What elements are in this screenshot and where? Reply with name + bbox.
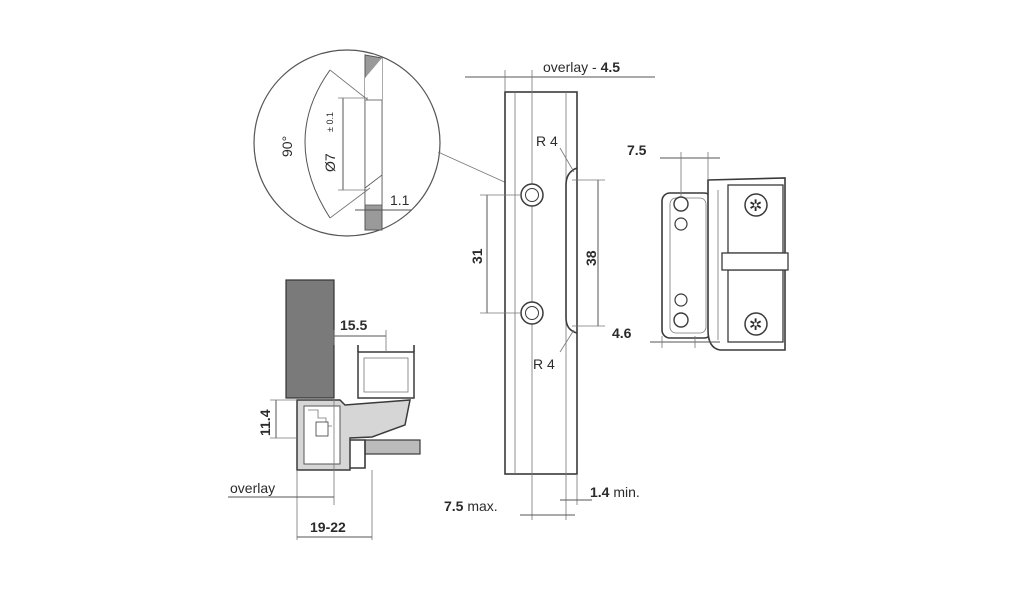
- d114-label: 11.4: [257, 409, 273, 436]
- r4-top-leader: [559, 147, 575, 173]
- d46-label: 4.6: [612, 325, 632, 341]
- detail-countersink-bottom: [364, 174, 383, 206]
- clamp-block: [315, 421, 329, 437]
- plate-body: [504, 91, 578, 475]
- overlay-minus-label: overlay - 4.5: [543, 59, 620, 75]
- plate-hole-top-inner: [525, 188, 539, 202]
- d1922-label: 19-22: [310, 519, 346, 535]
- plate-hole-bottom-inner: [525, 306, 539, 320]
- angle-guide-bottom: [329, 187, 371, 219]
- plate-recess: [565, 167, 578, 334]
- frame-lip: [350, 439, 366, 469]
- hinge-plate-inner: [669, 197, 707, 334]
- hinge-plate-screw-1: [673, 196, 689, 212]
- d31-label: 31: [469, 248, 485, 264]
- hinge-knuckle: [721, 252, 789, 271]
- d75-label: 7.5: [627, 142, 647, 158]
- d11-label: 1.1: [390, 192, 410, 208]
- d14-min-label: 1.4 min.: [590, 484, 640, 500]
- door-panel: [285, 279, 335, 399]
- d155-label: 15.5: [340, 317, 367, 333]
- hinge-section-view: 15.5 11.4 overlay 19-22: [228, 279, 421, 540]
- angle-arc: [304, 69, 331, 219]
- hinge-front-view: ✲ ✲ 7.5 4.6: [612, 142, 789, 351]
- hinge-cup-inner: [363, 357, 409, 393]
- mounting-plate-front: overlay - 4.5 R 4 R 4 31 38 7.5 max. 1.4…: [444, 59, 655, 520]
- detail-hole-bore: [364, 99, 383, 189]
- hinge-plate-screw-3: [674, 293, 688, 307]
- r4-bottom-leader: [559, 329, 575, 353]
- angle-label: 90°: [279, 136, 295, 157]
- overlay-label: overlay: [230, 480, 275, 496]
- hinge-plate-screw-2: [674, 217, 688, 231]
- tol-label: ± 0.1: [325, 112, 335, 132]
- hinge-screw-top: [744, 193, 768, 217]
- hinge-screw-bottom: [744, 312, 768, 336]
- r4-bottom-label: R 4: [533, 356, 555, 372]
- detail-magnifier: 90° Ø7 ± 0.1 1.1: [253, 49, 523, 237]
- d38-label: 38: [583, 250, 599, 266]
- hinge-screw-top-cross: ✲: [749, 198, 762, 215]
- d75-max-label: 7.5 max.: [444, 498, 498, 514]
- r4-top-label: R 4: [536, 133, 558, 149]
- detail-circle: [253, 49, 441, 237]
- hinge-screw-bottom-cross: ✲: [749, 317, 762, 334]
- glass-panel: [364, 439, 421, 455]
- hinge-plate-screw-4: [673, 312, 689, 328]
- angle-guide-top: [329, 69, 369, 101]
- dia-label: Ø7: [322, 153, 338, 172]
